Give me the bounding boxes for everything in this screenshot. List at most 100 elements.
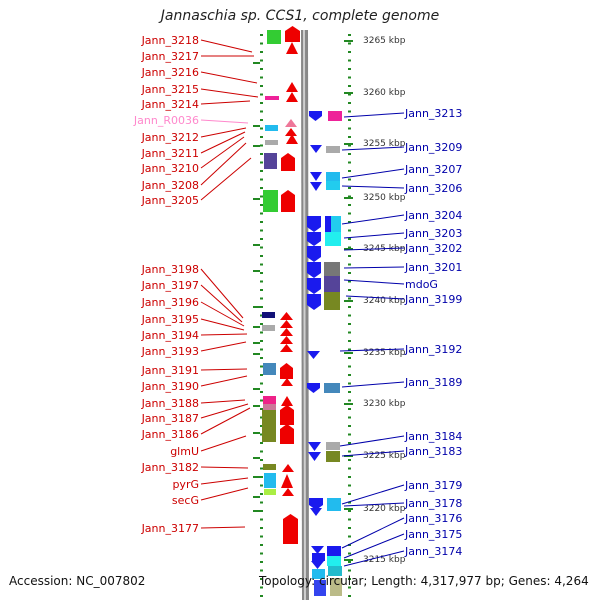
left-track-mark (253, 457, 260, 459)
gene-block (262, 410, 276, 442)
right-track-tick (348, 178, 351, 181)
left-track-tick (260, 51, 263, 53)
left-track-tick (260, 535, 263, 538)
right-track-tick (348, 297, 351, 300)
left-track-tick (260, 595, 263, 597)
right-track-tick (348, 51, 351, 53)
left-track-tick (260, 331, 263, 334)
gene-arrow-forward (280, 312, 293, 320)
right-track-tick (348, 170, 351, 172)
right-track-tick (348, 246, 351, 249)
right-track-tick (348, 93, 351, 96)
left-track-tick (260, 110, 263, 113)
right-track-tick (348, 331, 351, 334)
gene-label-right: Jann_3207 (404, 163, 462, 176)
gene-label-left: Jann_3188 (141, 397, 199, 410)
right-track-tick (348, 595, 351, 597)
gene-block (330, 578, 342, 596)
gene-label-right: Jann_3203 (404, 227, 462, 240)
right-track-tick (348, 544, 351, 546)
gene-label-left: Jann_3194 (141, 329, 199, 342)
gene-block (312, 569, 325, 579)
left-track-tick (260, 42, 263, 45)
gene-arrow-forward (280, 328, 293, 336)
right-track-tick (348, 561, 351, 563)
gene-block (265, 140, 278, 145)
leader-line (341, 185, 405, 189)
right-track-tick (348, 348, 351, 351)
gene-label-right: Jann_3209 (404, 141, 462, 154)
gene-block (324, 276, 340, 292)
right-track-tick (348, 450, 351, 453)
right-track-tick (348, 527, 351, 529)
right-track-tick (348, 391, 351, 393)
leader-line (200, 333, 248, 336)
length-label: Length: (371, 574, 417, 588)
right-track-tick (348, 314, 351, 317)
left-track-tick (260, 59, 263, 62)
left-track-tick (260, 289, 263, 291)
leader-line (200, 157, 252, 201)
gene-arrow-forward (281, 153, 295, 171)
gene-arrow-forward (281, 190, 295, 212)
topology-value: circular (318, 574, 364, 588)
leader-line (339, 348, 405, 352)
gene-block (267, 30, 281, 44)
right-track-tick (348, 153, 351, 155)
right-track-tick (348, 272, 351, 274)
leader-line (200, 435, 247, 452)
topology-label: Topology: (259, 574, 316, 588)
genes-label: Genes: (508, 574, 551, 588)
gene-arrow-reverse (310, 172, 322, 181)
gene-block (326, 442, 340, 450)
leader-line (341, 517, 405, 549)
leader-line (200, 399, 246, 404)
gene-label-right: Jann_3174 (404, 545, 462, 558)
gene-label-right: Jann_3204 (404, 209, 462, 222)
gene-label-left: secG (172, 494, 199, 507)
right-track-tick (348, 34, 351, 36)
right-track-tick (348, 476, 351, 478)
left-track-tick (260, 34, 263, 36)
gene-label-left: Jann_3218 (141, 34, 199, 47)
gene-arrow-forward (280, 320, 293, 328)
right-track-tick (348, 340, 351, 342)
left-track-tick (260, 578, 263, 580)
gene-label-left: Jann_3205 (141, 194, 199, 207)
scale-label: 3235 kbp (363, 348, 406, 358)
leader-line (343, 279, 405, 285)
gene-arrow-reverse (307, 294, 321, 310)
left-track-tick (260, 136, 263, 138)
genes-value: 4,264 (554, 574, 589, 588)
left-track-tick (260, 391, 263, 393)
right-track-tick (348, 578, 351, 580)
right-track-tick (348, 161, 351, 164)
left-track-mark (253, 405, 260, 407)
left-track-tick (260, 450, 263, 453)
left-track-tick (260, 586, 263, 589)
gene-arrow-forward (280, 424, 294, 444)
right-track-tick (348, 416, 351, 419)
right-track-tick (348, 144, 351, 147)
left-track-tick (260, 144, 263, 147)
right-track-tick (348, 323, 351, 325)
gene-label-left: Jann_3214 (141, 98, 199, 111)
leader-line (343, 550, 405, 567)
right-track-tick (348, 68, 351, 70)
left-track-tick (260, 212, 263, 215)
leader-line (343, 112, 405, 118)
right-track-tick (348, 501, 351, 504)
leader-line (200, 127, 247, 138)
gene-arrow-reverse (307, 232, 321, 246)
right-track-tick (348, 408, 351, 410)
gene-label-right: Jann_3176 (404, 512, 462, 525)
gene-block (327, 556, 341, 566)
gene-arrow-reverse (308, 452, 321, 461)
right-track-tick (348, 459, 351, 461)
gene-block (263, 190, 278, 212)
gene-block (324, 262, 340, 276)
leader-line (345, 295, 405, 300)
gene-arrow-forward (281, 396, 293, 406)
leader-line (341, 168, 405, 179)
gene-arrow-forward (282, 488, 294, 496)
